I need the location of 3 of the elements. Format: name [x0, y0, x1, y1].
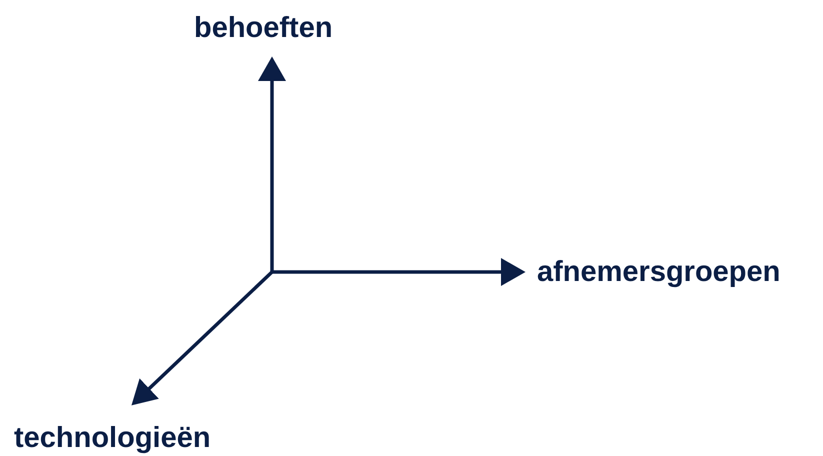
- axis-label: afnemersgroepen: [537, 258, 780, 287]
- axis-label: behoeften: [194, 14, 333, 43]
- axis-label: technologieën: [14, 424, 211, 453]
